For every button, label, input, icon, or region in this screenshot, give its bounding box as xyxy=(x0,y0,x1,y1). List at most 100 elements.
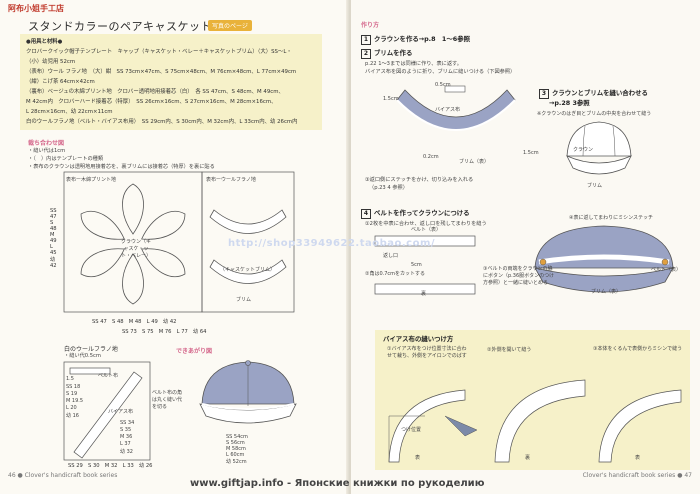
bias-label: 表 xyxy=(635,455,641,461)
white-dim: M 19.5 xyxy=(66,398,84,404)
dim-value: 48 xyxy=(50,226,57,232)
cutting-heading: 裁ち合わせ図 xyxy=(28,140,65,147)
size-value: M 58cm xyxy=(226,446,246,452)
step-4-label: ③ベルトの両端をクラウンの脇にボタン（p.36服ボタンのつけ方参照）と一緒に縫い… xyxy=(483,266,555,286)
materials-box: ●用具と材料● クロバークイック帽子テンプレート キャップ（キャスケット・ベレー… xyxy=(20,34,322,130)
step-2-sub: ③返口側にステッチをかけ、切り込みを入れる xyxy=(365,177,474,183)
finished-cap-illustration xyxy=(199,360,297,424)
bias-step-3: ③本体をくるんで表側からミシンで縫う xyxy=(593,346,683,352)
bias-label: 裏 xyxy=(525,455,531,461)
step-number: 4 xyxy=(361,209,371,219)
white-fabric-sub: ・縫い代0.5cm xyxy=(64,353,101,359)
page-title: スタンドカラーのペアキャスケット xyxy=(28,20,212,33)
bias-dim: L 37 xyxy=(120,441,131,447)
step-2-dim: 0.2cm xyxy=(423,154,439,160)
bottom-dims-row-1: SS 47 S 48 M 48 L 49 幼 42 xyxy=(92,319,177,325)
dim-label: 幼 xyxy=(50,257,56,263)
book-gutter xyxy=(346,0,354,494)
step-title: ベルトを作ってクラウンにつける xyxy=(374,209,470,217)
step-3-brim: ブリム xyxy=(587,183,603,189)
step-3-sub: →p.28 3参照 xyxy=(549,99,590,107)
white-dim: S 19 xyxy=(66,391,78,397)
bias-dim: M 36 xyxy=(120,434,133,440)
step-4-note: ①2枚を中表に合わせ、返し口を残してまわりを縫う xyxy=(365,221,487,227)
step-4-label: ベルト（表） xyxy=(651,267,682,273)
step-number: 2 xyxy=(361,49,371,59)
step-4-label: 裏 xyxy=(421,291,427,297)
dim-label: SS xyxy=(50,208,57,214)
bias-title: バイアス布の縫いつけ方 xyxy=(383,335,454,343)
size-value: L 60cm xyxy=(226,452,245,458)
step-title: クラウンとブリムを縫い合わせる xyxy=(552,89,648,97)
step-2-dim: バイアス布 xyxy=(435,107,461,113)
brim-cutting-diagram xyxy=(201,171,295,313)
white-dim: L 20 xyxy=(66,405,77,411)
dim-value: 42 xyxy=(50,263,57,269)
step-2-dim: ブリム（表） xyxy=(459,159,490,165)
brim-label: （キャスケットブリム） xyxy=(220,267,276,273)
step-2-sub: （p.23 4 参照） xyxy=(369,185,408,191)
step-4-belt-diagram xyxy=(374,235,476,295)
materials-line: クロバークイック帽子テンプレート キャップ（キャスケット・ベレー＋キャスケットブ… xyxy=(26,49,292,55)
dim-label: M xyxy=(50,232,55,238)
brim-box-label: 表布ーウールフラノ地 xyxy=(206,177,256,183)
finished-heading: できあがり図 xyxy=(176,348,213,355)
photo-page-tag: 写真のページ xyxy=(208,20,252,31)
brim-label-2: ブリム xyxy=(236,297,252,303)
step-4-label: ④表に返してまわりにミシンステッチ xyxy=(569,215,653,221)
materials-line: （紺）こげ茶 64cm×42cm xyxy=(26,79,95,85)
materials-line: （小）幼児用 52cm xyxy=(26,59,76,65)
step-number: 1 xyxy=(361,35,371,45)
bottom-dims-row-2: SS 73 S 75 M 76 L 77 幼 64 xyxy=(122,329,207,335)
bias-dim: S 35 xyxy=(120,427,132,433)
bias-step-2: ②外側を開いて縫う xyxy=(487,347,532,353)
materials-line: 白のウールフラノ地（ベルト・バイアス布用） SS 29cm内、S 30cm内、M… xyxy=(26,119,298,125)
step-2-dim: 1.5cm xyxy=(383,96,399,102)
size-value: SS 54cm xyxy=(226,434,248,440)
crown-box-label: 表布ー木綿プリント地 xyxy=(66,177,117,183)
materials-line: （裏布）ベージュの木綿プリント地 クロバー透明地用接着芯（白） 各 SS 47c… xyxy=(26,89,284,95)
cutting-note: ・（ ）内はテンプレートの種類 xyxy=(28,156,104,162)
bias-dim: SS 34 xyxy=(120,420,135,426)
belt-label: ベルト布 xyxy=(98,373,119,379)
left-dim-column: SS 47 S 48 M 49 L 45 幼 42 xyxy=(50,208,62,269)
step-2-brim-diagram xyxy=(396,85,516,131)
dim-label: S xyxy=(50,220,54,226)
step-4-label: 返し口 xyxy=(383,253,399,259)
bias-step-1: ①バイアス布をつけ位置寸法に合わせて裁ち、外側をアイロンでのばす xyxy=(387,346,467,359)
bias-label: つけ位置 xyxy=(401,427,422,433)
shop-watermark: http://shop33949622.taobao.com/ xyxy=(228,238,436,249)
step-3-cap-diagram xyxy=(566,121,632,175)
step-2-dim: 0.5cm xyxy=(435,82,451,88)
step-4-label: 5cm xyxy=(411,262,422,268)
site-watermark: www.giftjap.info - Японские книжки по ру… xyxy=(190,478,485,489)
dim-value: 45 xyxy=(50,250,57,256)
finished-sizes: SS 54cm S 56cm M 58cm L 60cm 幼 52cm xyxy=(226,434,248,465)
white-fabric-diagram xyxy=(63,361,151,461)
step-number: 3 xyxy=(539,89,549,99)
materials-line: L 28cm×16cm、幼 22cm×11cm xyxy=(26,109,113,115)
dim-label: L xyxy=(50,244,53,250)
white-side-note: ベルト布の角は丸く縫い代を切る xyxy=(152,390,183,410)
bias-instructions-box: バイアス布の縫いつけ方 ①バイアス布をつけ位置寸法に合わせて裁ち、外側をアイロン… xyxy=(375,330,690,470)
white-dim: 1.5 xyxy=(66,376,74,382)
materials-heading: ●用具と材料● xyxy=(26,39,63,45)
left-footer: 46 ● Clover's handicraft book series xyxy=(8,472,118,479)
materials-line: M 42cm内 クロバーハード接着芯（特厚） SS 26cm×16cm、S 27… xyxy=(26,99,277,105)
crown-label: クラウン（キャスケ・ット・ベレー） xyxy=(120,239,151,259)
bias-label: 表 xyxy=(415,455,421,461)
step-3-note: ※クラウンのはぎ目とブリムの中央を合わせて縫う xyxy=(537,111,652,117)
step-2-dim: 1.5cm xyxy=(523,150,539,156)
step-3-crown: クラウン xyxy=(573,147,594,153)
dim-value: 49 xyxy=(50,238,57,244)
step-2-note: バイアス布を図のように折り、ブリムに縫いつける（下図参照） xyxy=(365,69,516,75)
size-value: S 56cm xyxy=(226,440,245,446)
step-title: クラウンを作る→p.8 1〜6参照 xyxy=(374,35,470,43)
howto-heading: 作り方 xyxy=(361,22,380,29)
step-4-cap-diagram xyxy=(534,225,674,293)
bias-diagrams xyxy=(388,379,682,463)
bias-label: バイアス布 xyxy=(108,409,134,415)
